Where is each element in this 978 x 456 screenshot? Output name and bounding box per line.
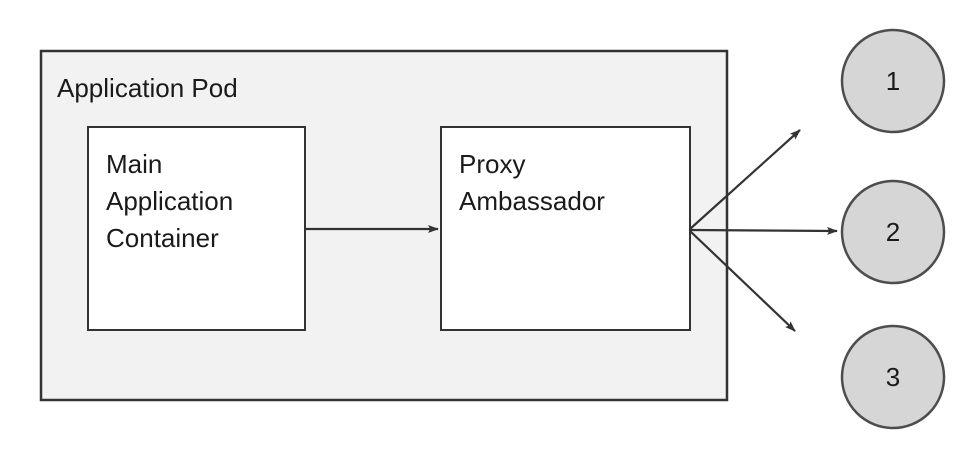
external-service-3-circle (840, 324, 946, 430)
proxy-ambassador-container-box (440, 126, 691, 331)
proxy-to-service-3-arrow (689, 230, 796, 332)
external-service-1-label: 1 (885, 66, 901, 96)
application-pod-label: Application Pod (57, 73, 238, 103)
external-service-3-label: 3 (885, 362, 901, 392)
external-service-2-label: 2 (885, 217, 901, 247)
proxy-ambassador-container-label: Proxy Ambassador (459, 149, 605, 216)
main-application-container-box (87, 126, 306, 331)
main-application-container-label: Main Application Container (106, 149, 234, 253)
proxy-to-service-2-arrow (689, 226, 838, 235)
external-service-1-circle (840, 28, 946, 134)
external-service-2-circle (840, 179, 946, 285)
proxy-to-service-1-arrow (689, 129, 801, 230)
